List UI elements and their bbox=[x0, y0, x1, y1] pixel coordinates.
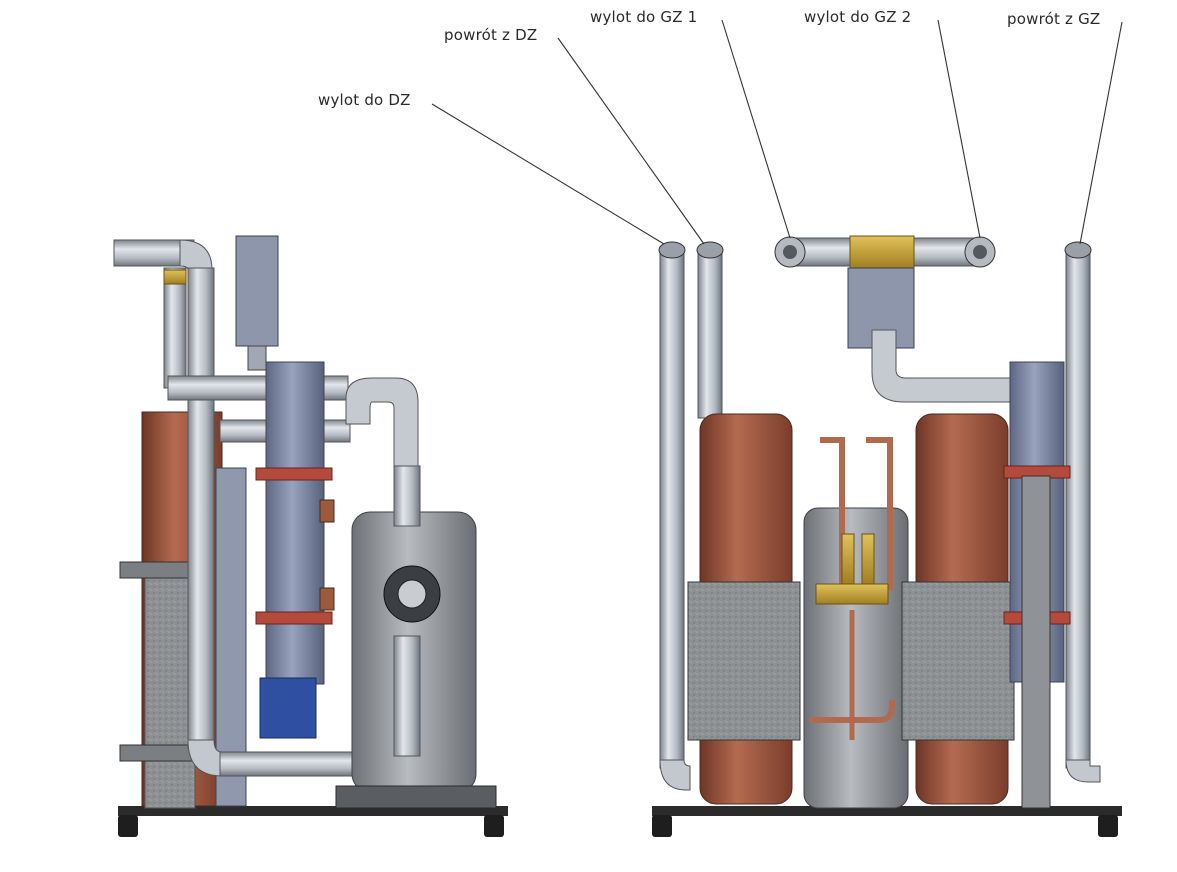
leader-powrot-dz bbox=[557, 37, 705, 245]
pipe-elbow bbox=[179, 239, 213, 271]
leader-gz2 bbox=[937, 19, 981, 239]
pipe bbox=[163, 267, 187, 389]
pipe-bend bbox=[345, 377, 419, 471]
insulation-right bbox=[901, 581, 1015, 741]
callout-powrot-z-dz: powrót z DZ bbox=[444, 26, 538, 44]
foot-right bbox=[484, 815, 504, 837]
control-box-stem bbox=[247, 345, 267, 371]
pipe-elbow bbox=[659, 759, 691, 791]
clamp bbox=[255, 611, 333, 625]
brass-valve bbox=[861, 533, 875, 585]
brass-fitting bbox=[163, 269, 187, 285]
pipe-end bbox=[696, 241, 724, 259]
perforated-rail bbox=[1021, 475, 1051, 809]
foot-right bbox=[1098, 815, 1118, 837]
pipe-bend bbox=[871, 329, 1011, 403]
leader-gz1 bbox=[721, 19, 791, 239]
pump-valve-core bbox=[397, 579, 427, 609]
brass-fitting bbox=[319, 587, 335, 611]
callout-wylot-do-gz1: wylot do GZ 1 bbox=[590, 8, 698, 26]
foot-left bbox=[652, 815, 672, 837]
foot-left bbox=[118, 815, 138, 837]
callout-powrot-z-gz: powrót z GZ bbox=[1007, 10, 1101, 28]
side-view-unit bbox=[113, 235, 508, 837]
separator-cylinder bbox=[265, 361, 325, 685]
outlet-gz2-core bbox=[973, 245, 987, 259]
pipe bbox=[187, 267, 215, 749]
pipe-end bbox=[658, 241, 686, 259]
insulation-left bbox=[687, 581, 801, 741]
brass-valve bbox=[815, 583, 889, 605]
clamp bbox=[255, 467, 333, 481]
compressor-base bbox=[335, 785, 497, 809]
pipe-powrot-gz bbox=[1065, 247, 1091, 769]
pipe bbox=[393, 465, 421, 527]
base-frame bbox=[652, 806, 1122, 816]
pipe-end bbox=[1064, 241, 1092, 259]
pipe-powrot-dz bbox=[697, 247, 723, 419]
pipe-wylot-dz bbox=[659, 247, 685, 769]
leader-wylot-dz bbox=[431, 103, 665, 245]
base-frame bbox=[118, 806, 508, 816]
copper-tube bbox=[810, 700, 895, 723]
pipe-elbow bbox=[1065, 759, 1101, 783]
callout-wylot-do-gz2: wylot do GZ 2 bbox=[804, 8, 912, 26]
pump-motor bbox=[259, 677, 317, 739]
leader-powrot-gz bbox=[1079, 21, 1123, 245]
brass-fitting bbox=[319, 499, 335, 523]
outlet-gz1-core bbox=[783, 245, 797, 259]
brass-valve bbox=[841, 533, 855, 585]
side-panel bbox=[215, 467, 247, 807]
copper-tube bbox=[866, 437, 893, 590]
front-view-unit bbox=[652, 235, 1122, 837]
insulation-block bbox=[144, 577, 196, 809]
control-box bbox=[235, 235, 279, 347]
leader-lines bbox=[431, 19, 1123, 245]
callout-wylot-do-dz: wylot do DZ bbox=[318, 91, 411, 109]
brass-tee bbox=[849, 235, 915, 269]
pipe bbox=[393, 635, 421, 757]
